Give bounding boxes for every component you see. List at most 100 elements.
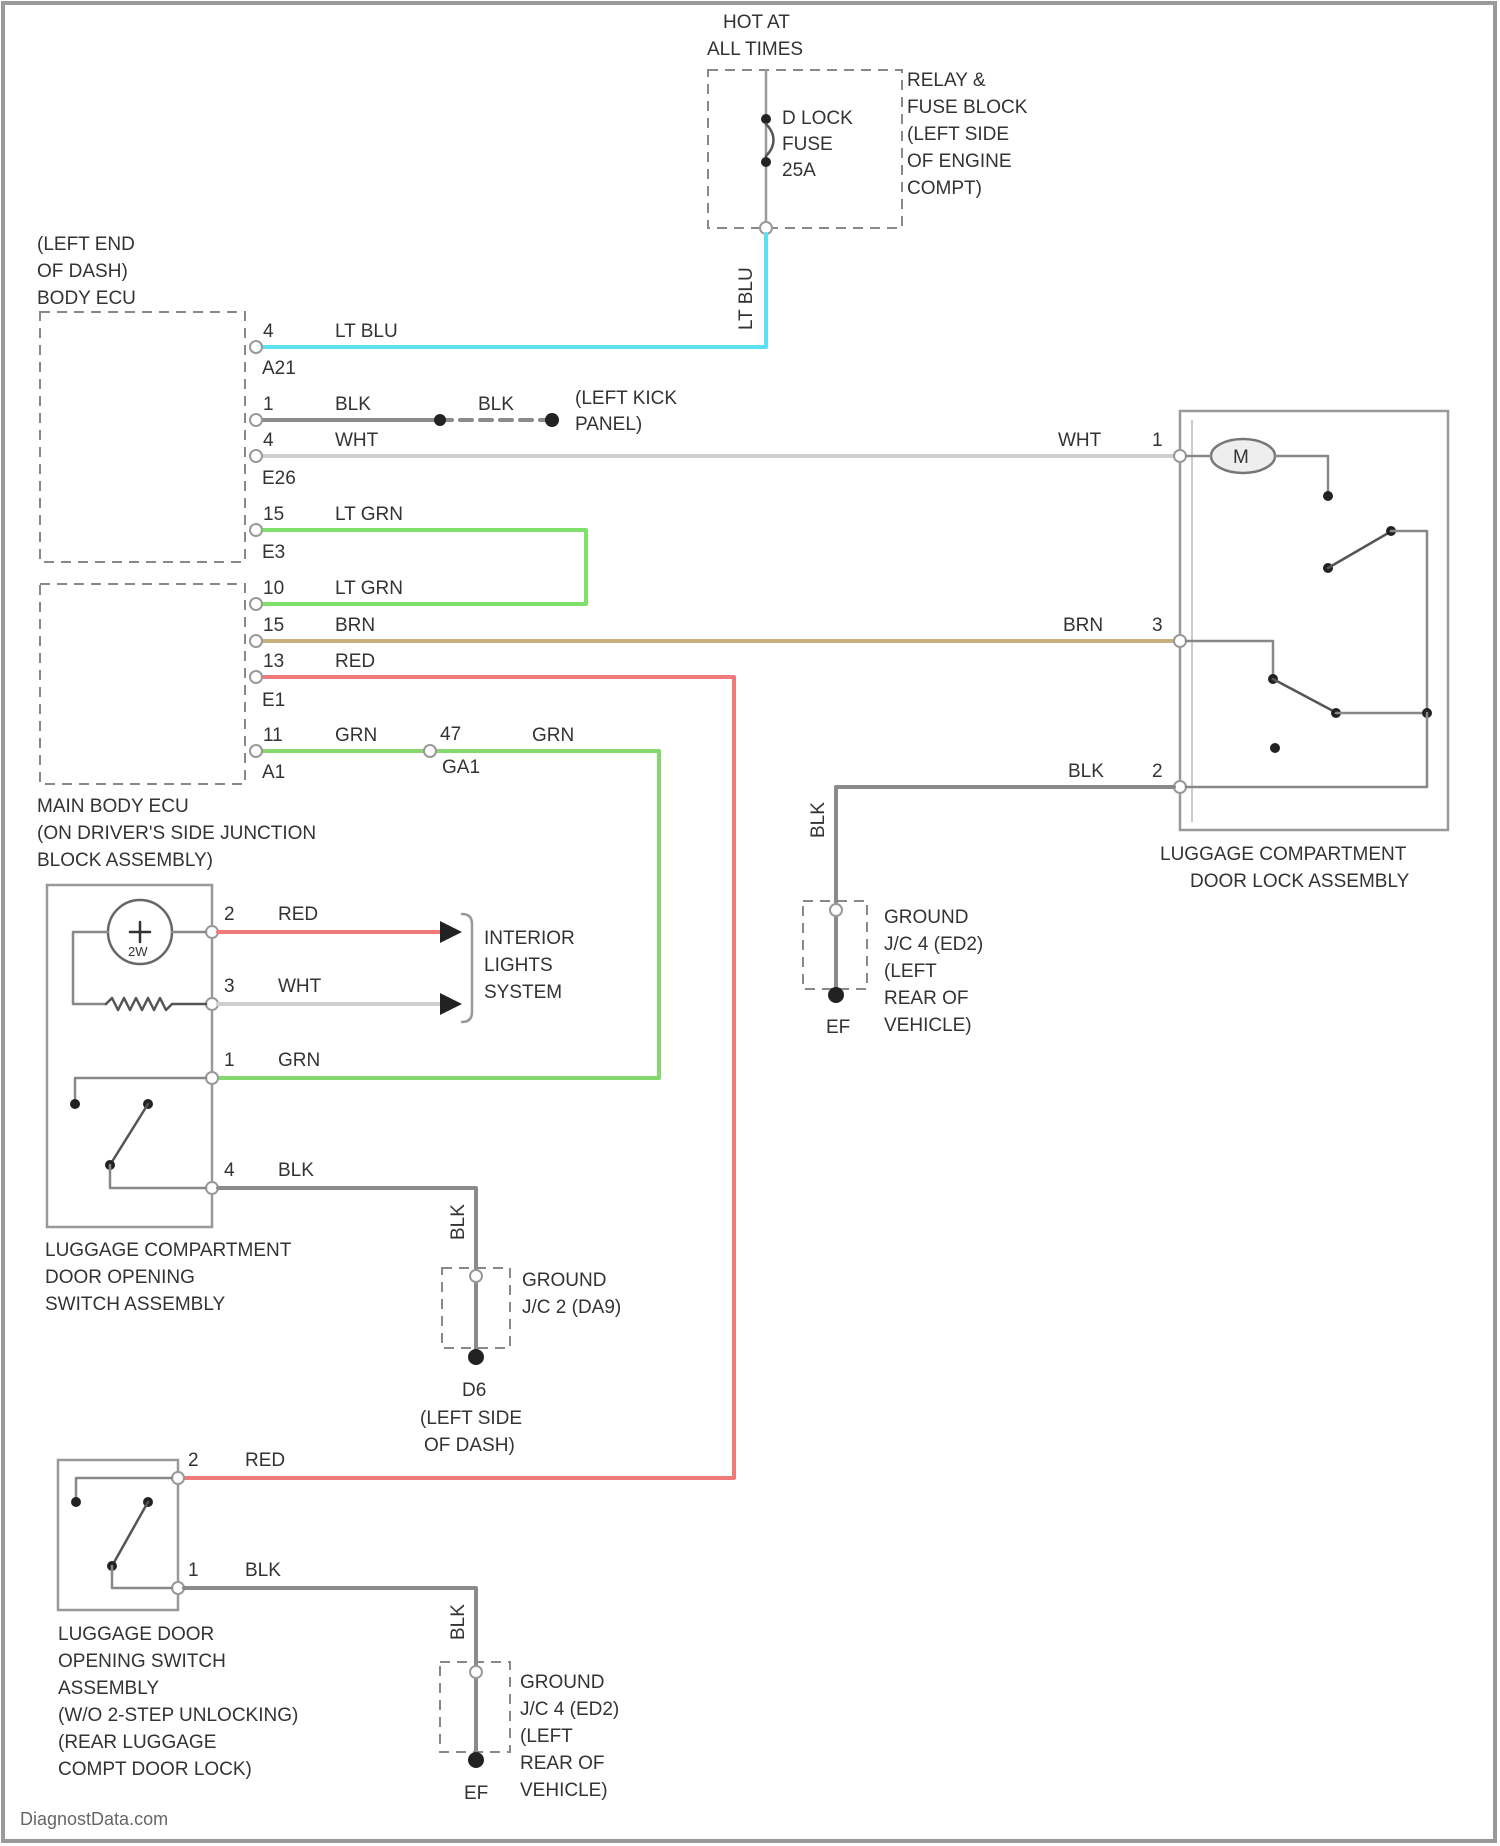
ground-dash-connector	[470, 1270, 482, 1282]
wire-blk-dash-ground	[218, 1188, 476, 1355]
opening-switch-label-2: DOOR OPENING	[45, 1267, 195, 1288]
pin-11-grn-color: GRN	[335, 725, 377, 746]
opening-switch-label-3: SWITCH ASSEMBLY	[45, 1294, 226, 1315]
lock-ground-wire-vertical: BLK	[808, 802, 829, 838]
dash-ground-wire-vertical: BLK	[448, 1204, 469, 1240]
lds-pin-2-color: RED	[245, 1450, 285, 1471]
lds-blade	[112, 1502, 148, 1566]
lds-label-4: (W/O 2-STEP UNLOCKING)	[58, 1705, 298, 1726]
brn-color-right: BRN	[1063, 615, 1103, 636]
connector-ecu-4	[250, 341, 262, 353]
lds-pin-1: 1	[188, 1560, 199, 1581]
ground-rear-connector	[470, 1666, 482, 1678]
ground-rear-label-3: (LEFT	[520, 1726, 573, 1747]
ground-ed-id: EF	[826, 1017, 850, 1038]
pin-4-wht-number: 4	[263, 430, 274, 451]
sw-pin-3-color: WHT	[278, 976, 322, 997]
power-header-line2: ALL TIMES	[707, 39, 803, 60]
sw-pin-2: 2	[224, 904, 235, 925]
opening-switch-label-1: LUGGAGE COMPARTMENT	[45, 1240, 292, 1261]
connector-lock-3	[1174, 635, 1186, 647]
wht-color-right: WHT	[1058, 430, 1102, 451]
kick-panel-label-2: PANEL)	[575, 414, 642, 435]
opening-switch-assembly: 2W LUGGAGE COMPARTMENT DOOR OPENING SWIT…	[45, 885, 292, 1315]
splice-pin-47: 47	[440, 724, 461, 745]
sw-pin-4: 4	[224, 1160, 235, 1181]
power-source: HOT AT ALL TIMES D LOCK FUSE 25A RELAY &…	[707, 12, 1028, 234]
lds-pin-1-color: BLK	[245, 1560, 281, 1581]
lock-switch1-blade	[1328, 532, 1390, 568]
body-ecu-label-1: (LEFT END	[37, 234, 135, 255]
pin-4-ltblu-color: LT BLU	[335, 321, 398, 342]
ground-rear: EF GROUND J/C 4 (ED2) (LEFT REAR OF VEHI…	[440, 1662, 619, 1804]
ground-rear-label-4: REAR OF	[520, 1753, 604, 1774]
blk-color-right: BLK	[478, 394, 514, 415]
main-body-ecu-label-3: BLOCK ASSEMBLY)	[37, 850, 213, 871]
interior-lights-1: INTERIOR	[484, 928, 575, 949]
pin-13-red-number: 13	[263, 651, 284, 672]
pin-a1: A1	[262, 762, 285, 783]
power-header-line1: HOT AT	[723, 12, 790, 33]
lds-contact-1	[71, 1497, 81, 1507]
ground-dash-dot	[468, 1349, 484, 1365]
pin-1-blk-color: BLK	[335, 394, 371, 415]
pin-13-red-color: RED	[335, 651, 375, 672]
lds-label-5: (REAR LUGGAGE	[58, 1732, 216, 1753]
interior-lights-3: SYSTEM	[484, 982, 562, 1003]
wire-lt-blu-vertical-label: LT BLU	[736, 267, 757, 330]
connector-ecu-11-grn	[250, 745, 262, 757]
ground-dash: D6 GROUND J/C 2 (DA9) (LEFT SIDE OF DASH…	[420, 1268, 621, 1456]
switch-wire-bottom	[110, 1165, 206, 1188]
fuse-block-label-1: RELAY &	[907, 70, 986, 91]
pin-11-grn-number: 11	[263, 725, 283, 746]
pin-e3: E3	[262, 542, 285, 563]
ground-ed-upper: EF GROUND J/C 4 (ED2) (LEFT REAR OF VEHI…	[803, 901, 983, 1038]
pin-e1: E1	[262, 690, 285, 711]
lock-blk-color: BLK	[1068, 761, 1104, 782]
lock-pin-3: 3	[1152, 615, 1163, 636]
lock-ground-path	[1186, 713, 1427, 787]
switch-blade	[110, 1104, 148, 1165]
lamp-rating: 2W	[128, 944, 148, 959]
ground-ed-dot	[828, 987, 844, 1003]
lds-wire-top	[76, 1478, 172, 1500]
main-body-ecu-label-2: (ON DRIVER'S SIDE JUNCTION	[37, 823, 316, 844]
body-ecu-label-2: OF DASH)	[37, 261, 128, 282]
ground-dash-location-2: OF DASH)	[424, 1435, 515, 1456]
motor-symbol: M	[1233, 447, 1249, 468]
arrow-wht-icon	[440, 993, 462, 1015]
ground-dash-id: D6	[462, 1380, 486, 1401]
resistor-icon	[106, 998, 206, 1010]
body-ecu-outline	[40, 312, 245, 562]
pin-15-ltgrn-number: 15	[263, 504, 284, 525]
fuse-block-label-2: FUSE BLOCK	[907, 97, 1028, 118]
fuse-label-line1: D LOCK	[782, 108, 853, 129]
lds-wire-bottom	[112, 1566, 172, 1588]
pin-a21: A21	[262, 358, 296, 379]
pin-e26: E26	[262, 468, 296, 489]
ground-ed-label-5: VEHICLE)	[884, 1015, 972, 1036]
rear-ground-wire-vertical: BLK	[448, 1604, 469, 1640]
connector-ga1	[424, 745, 436, 757]
lock-contact-b	[1270, 743, 1280, 753]
connector-ecu-15-ltgrn	[250, 524, 262, 536]
switch-contact-1	[70, 1099, 80, 1109]
sw-pin-3: 3	[224, 976, 235, 997]
main-body-ecu-outline	[40, 584, 245, 784]
fuse-label-line2: FUSE	[782, 134, 833, 155]
luggage-door-switch: LUGGAGE DOOR OPENING SWITCH ASSEMBLY (W/…	[58, 1460, 298, 1780]
kick-panel-label-1: (LEFT KICK	[575, 388, 677, 409]
ground-ed-label-3: (LEFT	[884, 961, 937, 982]
connector-ecu-1-blk	[250, 414, 262, 426]
lock-label-1: LUGGAGE COMPARTMENT	[1160, 844, 1407, 865]
ground-ed-label-4: REAR OF	[884, 988, 968, 1009]
wire-blk-rear-ground	[184, 1588, 476, 1758]
splice-dot	[434, 414, 446, 426]
pin-4-wht-color: WHT	[335, 430, 379, 451]
connector-ecu-15-brn	[250, 635, 262, 647]
ground-dash-label-1: GROUND	[522, 1270, 606, 1291]
ground-dash-label-2: J/C 2 (DA9)	[522, 1297, 621, 1318]
lock-label-2: DOOR LOCK ASSEMBLY	[1190, 871, 1410, 892]
connector-sw-1	[206, 1072, 218, 1084]
